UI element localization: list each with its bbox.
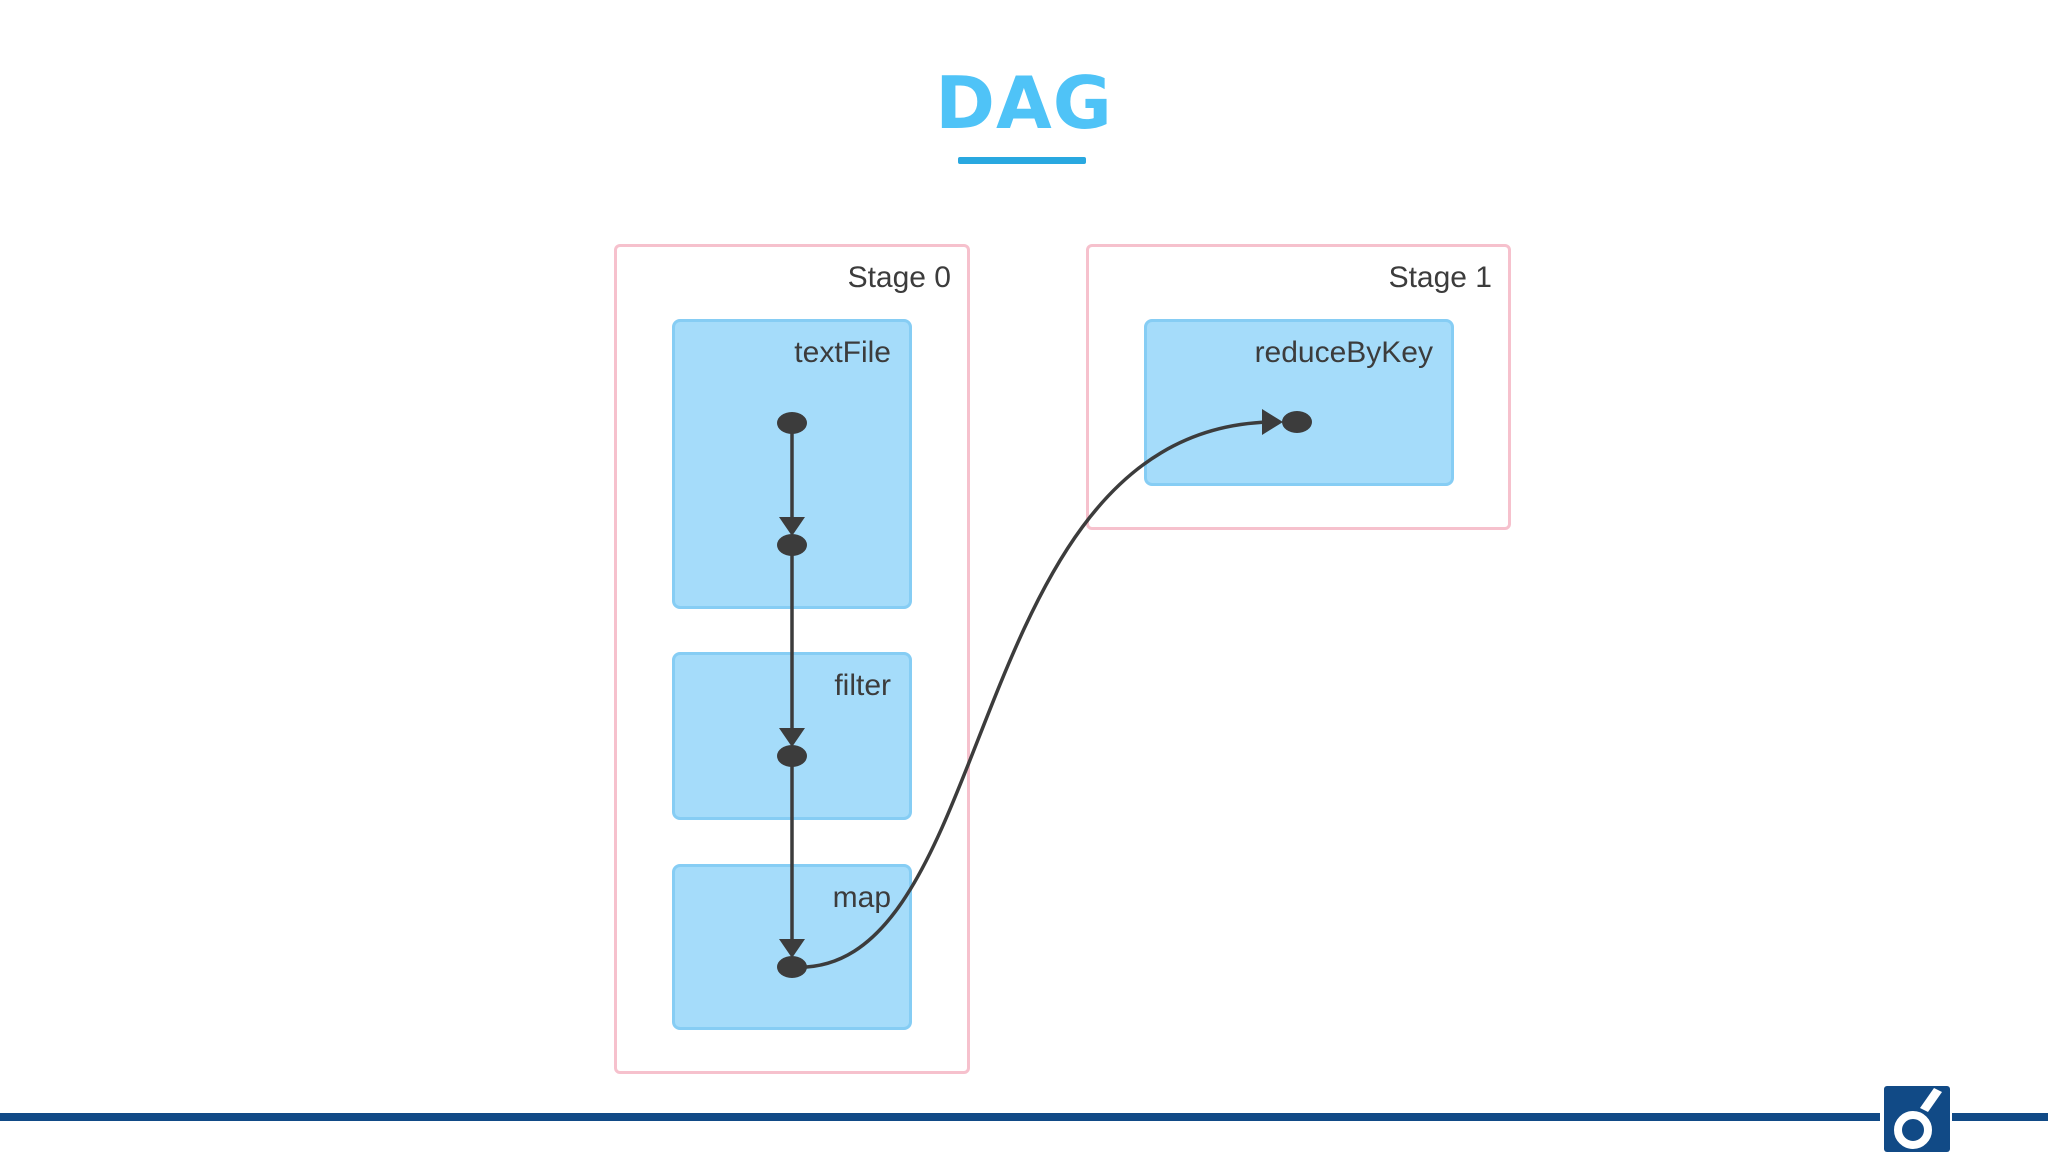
operation-reducebykey[interactable]: reduceByKey: [1144, 319, 1454, 486]
operation-map-label: map: [832, 881, 891, 914]
operation-textfile-label: textFile: [794, 336, 891, 369]
title-underline: [958, 157, 1086, 164]
footer-line: [0, 1113, 2048, 1121]
brand-logo-icon: [1880, 1084, 1952, 1152]
slide-title: DAG: [935, 61, 1113, 145]
stage-0-label: Stage 0: [847, 261, 951, 294]
operation-filter-label: filter: [834, 669, 891, 702]
operation-filter[interactable]: filter: [672, 652, 912, 820]
operation-map[interactable]: map: [672, 864, 912, 1030]
stage-1-container: Stage 1: [1086, 244, 1511, 530]
stage-1-label: Stage 1: [1388, 261, 1492, 294]
operation-reducebykey-label: reduceByKey: [1254, 336, 1433, 369]
operation-textfile[interactable]: textFile: [672, 319, 912, 609]
